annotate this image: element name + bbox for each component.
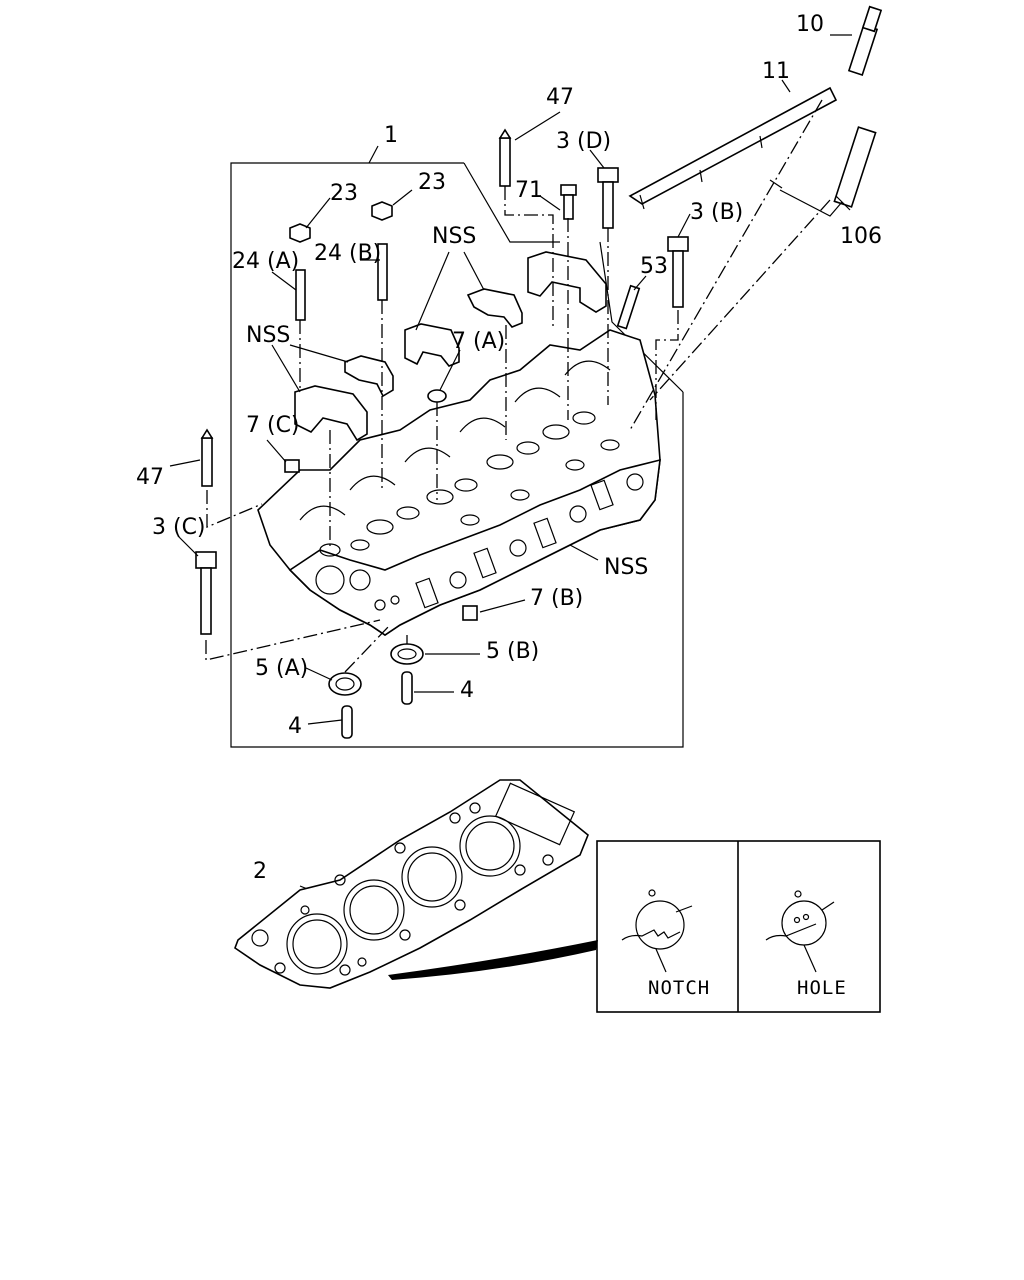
- label-7c: 7 (C): [246, 413, 300, 438]
- label-7a: 7 (A): [452, 329, 505, 354]
- stud-47-top: [498, 128, 512, 187]
- label-47-top: 47: [546, 85, 574, 110]
- assembly-frame: [230, 162, 684, 748]
- label-5b: 5 (B): [486, 639, 539, 664]
- label-24b: 24 (B): [314, 241, 381, 266]
- injector-10: [847, 5, 883, 76]
- label-106: 106: [840, 224, 882, 249]
- head-gasket: [234, 779, 589, 989]
- label-notch: NOTCH: [648, 977, 710, 999]
- label-4-a: 4: [460, 678, 474, 703]
- bolt-3d: [597, 167, 619, 229]
- detail-box: [596, 840, 881, 1013]
- bearing-caps: [294, 251, 607, 442]
- label-hole: HOLE: [797, 977, 847, 999]
- bolt-71: [560, 184, 577, 220]
- label-23-b: 23: [418, 170, 446, 195]
- label-nss-left: NSS: [246, 323, 290, 348]
- cylinder-head: [257, 329, 661, 636]
- leak-off-pipe-11: [628, 86, 838, 210]
- label-4-b: 4: [288, 714, 302, 739]
- glow-plug-53: [616, 284, 641, 330]
- stud-47-left: [200, 428, 214, 487]
- label-47-left: 47: [136, 465, 164, 490]
- label-nss-top: NSS: [432, 224, 476, 249]
- seal-5: [328, 643, 424, 696]
- nut-23: [289, 201, 393, 243]
- part-labels: 1 10 11 106 47 71 3 (D) 3 (B) 53 23 23 2…: [136, 12, 882, 999]
- label-3d: 3 (D): [556, 129, 611, 154]
- leader-lines: [169, 34, 852, 891]
- label-3b: 3 (B): [690, 200, 743, 225]
- label-11: 11: [762, 59, 790, 84]
- label-1: 1: [384, 123, 398, 148]
- label-71: 71: [515, 178, 543, 203]
- assembly-dash-lines: [205, 99, 843, 673]
- bolt-3b: [667, 236, 689, 308]
- bolt-3c: [195, 551, 217, 635]
- label-53: 53: [640, 254, 668, 279]
- part-106: [833, 126, 877, 208]
- label-10: 10: [796, 12, 824, 37]
- label-nss-right: NSS: [604, 555, 648, 580]
- label-24a: 24 (A): [232, 249, 299, 274]
- label-5a: 5 (A): [255, 656, 308, 681]
- label-7b: 7 (B): [530, 586, 583, 611]
- plug-7: [284, 389, 478, 621]
- dowel-4: [341, 671, 413, 739]
- label-2: 2: [253, 859, 267, 884]
- label-3c: 3 (C): [152, 515, 206, 540]
- label-23-a: 23: [330, 181, 358, 206]
- detail-arrow: [388, 940, 598, 980]
